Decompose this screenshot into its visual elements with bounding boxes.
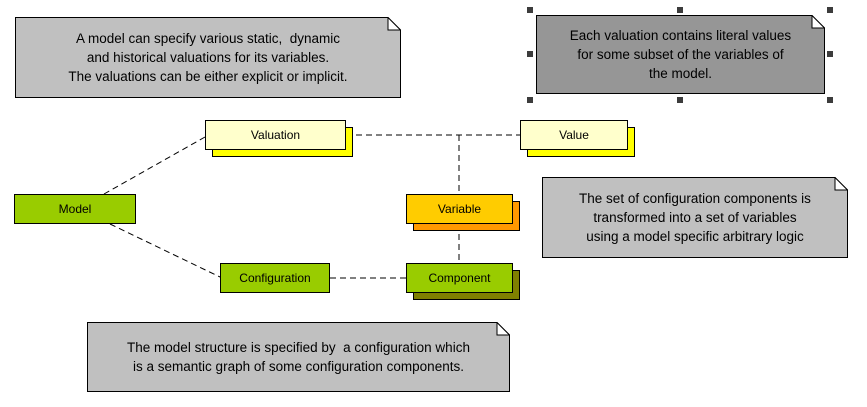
note-shape	[15, 17, 401, 98]
connector-model-configuration[interactable]	[109, 223, 221, 278]
note-shape	[542, 177, 848, 258]
entity-label: Configuration	[239, 271, 311, 285]
note-text: Each valuation contains literal values f…	[536, 15, 812, 94]
entity-configuration[interactable]: Configuration	[220, 263, 330, 293]
entity-face: Variable	[406, 194, 513, 224]
entity-component[interactable]: Component	[406, 263, 520, 300]
entity-label: Value	[559, 128, 589, 142]
selection-handle-top-right[interactable]	[827, 7, 833, 13]
note-line: for some subset of the variables of	[577, 47, 784, 62]
selection-handle-top-left[interactable]	[527, 7, 533, 13]
note-shape	[536, 15, 825, 94]
entity-label: Component	[428, 271, 491, 285]
entity-model[interactable]: Model	[14, 194, 136, 224]
note-line: the model.	[648, 66, 713, 81]
selection-handle-mid-right[interactable]	[827, 51, 833, 57]
entity-label: Valuation	[250, 128, 301, 142]
note-line: A model can specify various static, dyna…	[75, 31, 341, 46]
entity-face: Valuation	[205, 120, 346, 150]
note-corner-fold-icon	[834, 177, 848, 191]
entity-face: Value	[520, 120, 628, 150]
note-line: The model structure is specified by a co…	[127, 340, 470, 355]
note-line: The set of configuration components is	[579, 191, 811, 206]
note-line: and historical valuations for its variab…	[86, 50, 330, 65]
note-text: The model structure is specified by a co…	[87, 322, 497, 392]
note-line: transformed into a set of variables	[593, 210, 797, 225]
note-valuation-literal-values[interactable]: Each valuation contains literal values f…	[527, 7, 833, 103]
note-corner-fold-icon	[496, 322, 510, 336]
selection-handle-bottom-left[interactable]	[527, 97, 533, 103]
note-text: A model can specify various static, dyna…	[15, 17, 388, 98]
selection-handle-mid-left[interactable]	[527, 51, 533, 57]
selection-handle-bottom-center[interactable]	[677, 97, 683, 103]
note-model-structure[interactable]: The model structure is specified by a co…	[87, 322, 510, 392]
note-line: The valuations can be either explicit or…	[68, 69, 348, 84]
note-line: is a semantic graph of some configuratio…	[133, 359, 464, 374]
entity-value[interactable]: Value	[520, 120, 635, 157]
note-corner-fold-icon	[811, 15, 825, 29]
selection-handle-top-center[interactable]	[677, 7, 683, 13]
entity-label: Model	[58, 202, 92, 216]
note-line: Each valuation contains literal values	[569, 28, 792, 43]
note-corner-fold-icon	[387, 17, 401, 31]
note-line: using a model specific arbitrary logic	[586, 229, 804, 244]
entity-variable[interactable]: Variable	[406, 194, 520, 231]
connector-model-valuation[interactable]	[103, 136, 206, 195]
note-shape	[87, 322, 510, 392]
note-text: The set of configuration components is t…	[542, 177, 835, 258]
entity-face: Model	[14, 194, 136, 224]
entity-label: Variable	[437, 202, 482, 216]
entity-valuation[interactable]: Valuation	[205, 120, 353, 157]
note-model-valuations[interactable]: A model can specify various static, dyna…	[15, 17, 401, 98]
entity-face: Component	[406, 263, 513, 293]
entity-face: Configuration	[220, 263, 330, 293]
note-component-transformation[interactable]: The set of configuration components is t…	[542, 177, 848, 258]
selection-handle-bottom-right[interactable]	[827, 97, 833, 103]
